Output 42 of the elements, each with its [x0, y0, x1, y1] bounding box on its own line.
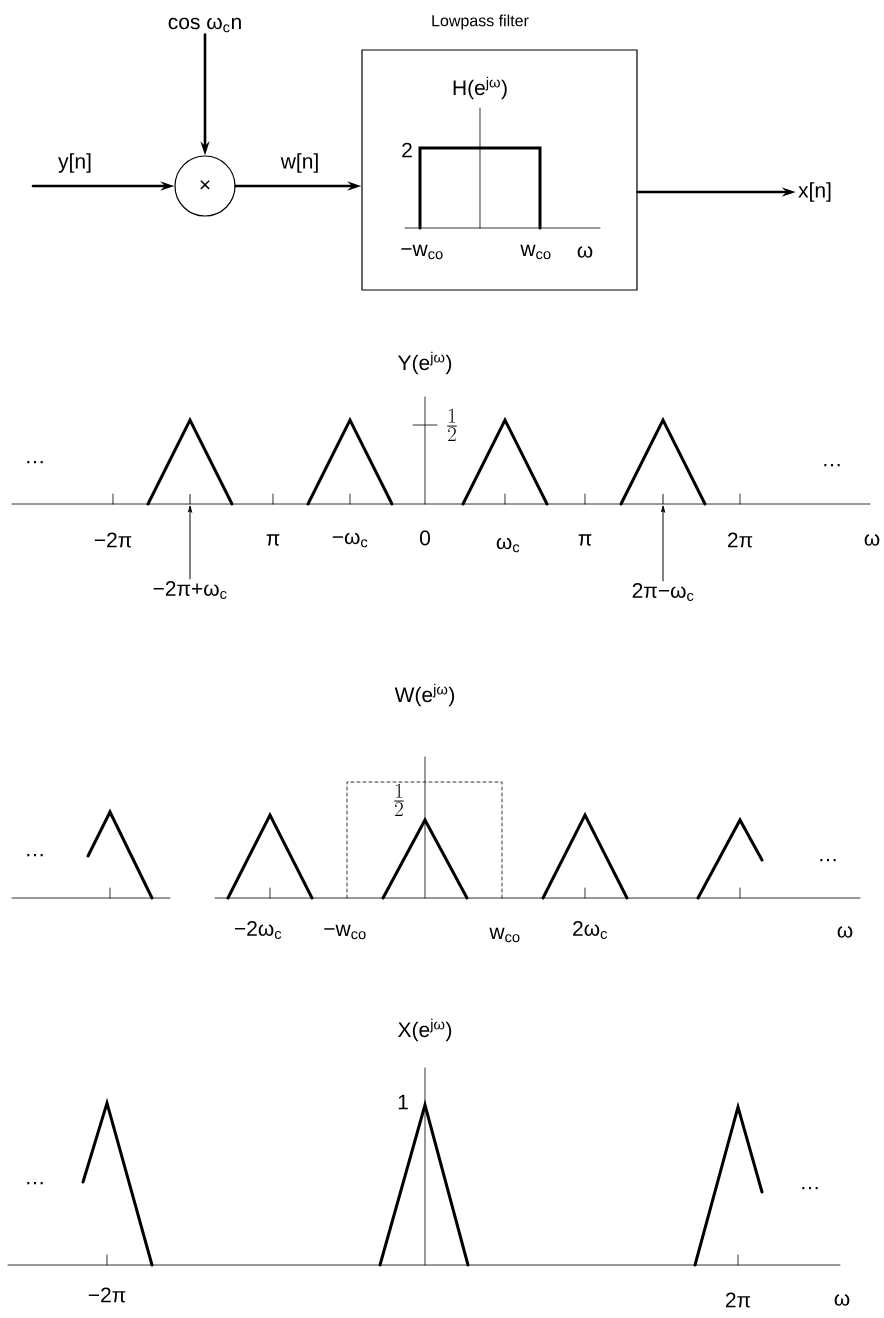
- plot-title: X(e$^{jω}$): [398, 1018, 452, 1042]
- signal-label: cos ω$_{c}$n: [168, 17, 241, 33]
- axis-label: π: [578, 534, 592, 546]
- plot-title: Y(e$^{jω}$): [398, 351, 452, 375]
- axis-label: 2π: [725, 1292, 751, 1308]
- axis-label: −ω$_{c}$: [332, 532, 368, 548]
- axis-label: 2ω$_{c}$: [573, 921, 608, 939]
- edge-label: w[n]: [279, 152, 321, 174]
- axis-label: −w$_{co}$: [324, 924, 366, 940]
- axis-value: 2: [402, 142, 412, 158]
- edge-label: y[n]: [57, 152, 93, 174]
- axis-label: −2ω$_{c}$: [234, 921, 282, 939]
- axis-value: 1: [398, 1094, 408, 1110]
- ellipsis: …: [820, 858, 836, 862]
- signal-label: 2π−ω$_{c}$: [632, 583, 694, 601]
- plot-title: W(e$^{jω}$): [394, 683, 455, 707]
- axis-value: $\tfrac{1}{2}$: [394, 783, 404, 816]
- axis-label: −2π: [88, 1287, 126, 1303]
- ellipsis: …: [27, 853, 43, 857]
- axis-label: w$_{co}$: [520, 244, 551, 260]
- axis-label: ω: [577, 246, 593, 258]
- node-label: Lowpass filter: [432, 14, 529, 30]
- axis-label: w$_{co}$: [489, 927, 520, 943]
- axis-label: 0: [419, 530, 430, 546]
- axis-label: −2π: [94, 532, 132, 548]
- leader-arrow: [661, 505, 665, 582]
- ellipsis: …: [802, 1186, 818, 1190]
- leader-arrow: [188, 505, 192, 580]
- axis-label: −w$_{co}$: [401, 244, 443, 260]
- axis-label: π: [266, 534, 280, 546]
- axis-label: ω: [834, 1294, 850, 1306]
- plot-title: H(e$^{jω}$): [453, 76, 507, 100]
- ellipsis: …: [824, 463, 840, 467]
- axis-value: $\tfrac{1}{2}$: [447, 408, 457, 441]
- signal-label: x[n]: [798, 182, 831, 202]
- ellipsis: …: [27, 1181, 43, 1185]
- axis-label: 2π: [727, 532, 753, 548]
- axis-label: ω: [837, 926, 853, 938]
- ellipsis: …: [27, 460, 43, 464]
- axis-label: ω: [864, 534, 880, 546]
- signal-label: −2π+ω$_{c}$: [153, 581, 227, 599]
- axis-label: ω$_{c}$: [496, 537, 520, 553]
